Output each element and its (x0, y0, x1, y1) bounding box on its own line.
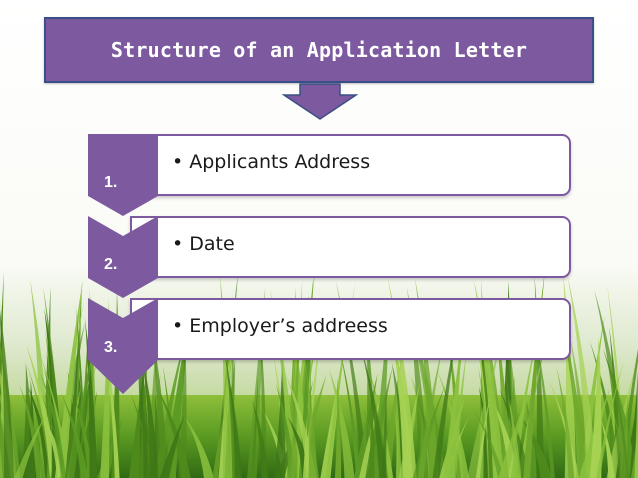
grass-blade (570, 338, 590, 478)
grass-blade (498, 387, 532, 478)
step-number-2: 2. (104, 256, 118, 273)
grass-blade (14, 412, 48, 478)
grass-blade (156, 387, 191, 478)
grass-blade (528, 296, 555, 478)
grass-blade (596, 360, 625, 478)
grass-blade (39, 351, 71, 478)
grass-blade (381, 389, 387, 478)
grass-blade (556, 366, 575, 478)
step-chevron-1 (88, 134, 158, 216)
step-number-3: 3. (104, 339, 118, 356)
grass-blade (417, 341, 444, 478)
grass-blade (594, 289, 630, 478)
step-number-1: 1. (104, 174, 118, 191)
grass-blade (335, 280, 368, 478)
step-box-2: • Date (130, 216, 571, 278)
grass-blade (589, 336, 602, 478)
grass-blade (557, 297, 587, 478)
step-text-1: • Applicants Address (172, 151, 371, 173)
grass-blade (368, 395, 375, 478)
grass-blade (182, 413, 214, 478)
grass-blade (212, 402, 227, 478)
step-chevron-3 (88, 298, 158, 394)
grass-blade (567, 274, 597, 478)
grass-blade (138, 381, 150, 478)
grass-blade (0, 271, 4, 453)
grass-blade (472, 408, 504, 478)
grass-blade (64, 344, 79, 478)
grass-blade (449, 350, 467, 478)
grass-blade (274, 361, 286, 478)
grass-blade (24, 401, 46, 478)
grass-blade (269, 288, 298, 478)
grass-blade (275, 383, 297, 478)
grass-blade (491, 397, 520, 478)
step-text-3: • Employer’s addreess (172, 315, 388, 337)
step-text-2: • Date (172, 233, 235, 255)
grass-blade (130, 393, 155, 478)
grass-blade (475, 392, 491, 478)
grass-blade (338, 344, 361, 478)
grass-blade (19, 384, 45, 478)
step-box-3: • Employer’s addreess (130, 298, 571, 360)
grass-blade (325, 282, 356, 478)
grass-blade (141, 355, 159, 478)
grass-blade (285, 373, 317, 478)
grass-blade (151, 331, 169, 478)
grass-blade (600, 417, 615, 478)
grass-blade (334, 378, 342, 478)
down-arrow-icon (282, 83, 358, 120)
grass-blade (589, 340, 622, 478)
grass-blade (634, 370, 638, 478)
step-chevron-2 (88, 216, 158, 298)
grass-blade (66, 330, 99, 478)
grass-blade (178, 325, 187, 478)
grass-blade (0, 310, 15, 478)
grass-blade (72, 391, 95, 478)
page-title: Structure of an Application Letter (110, 38, 528, 62)
grass-blade (473, 280, 504, 478)
grass-blade (398, 382, 420, 478)
grass-blade (251, 399, 270, 478)
grass-blade (229, 379, 242, 478)
grass-blade (159, 415, 185, 478)
grass-blade (250, 377, 259, 478)
step-box-1: • Applicants Address (130, 134, 571, 196)
grass-blade (84, 317, 98, 478)
grass-blade (360, 343, 387, 478)
grass-blade (102, 320, 120, 478)
grass-blade (518, 413, 553, 478)
grass-blade (328, 368, 355, 478)
title-banner: Structure of an Application Letter (44, 17, 594, 83)
grass-blades (0, 269, 638, 478)
grass-blade (395, 379, 402, 478)
grass-blade (304, 359, 318, 478)
grass-blade (25, 343, 59, 478)
grass-blade (55, 279, 83, 478)
